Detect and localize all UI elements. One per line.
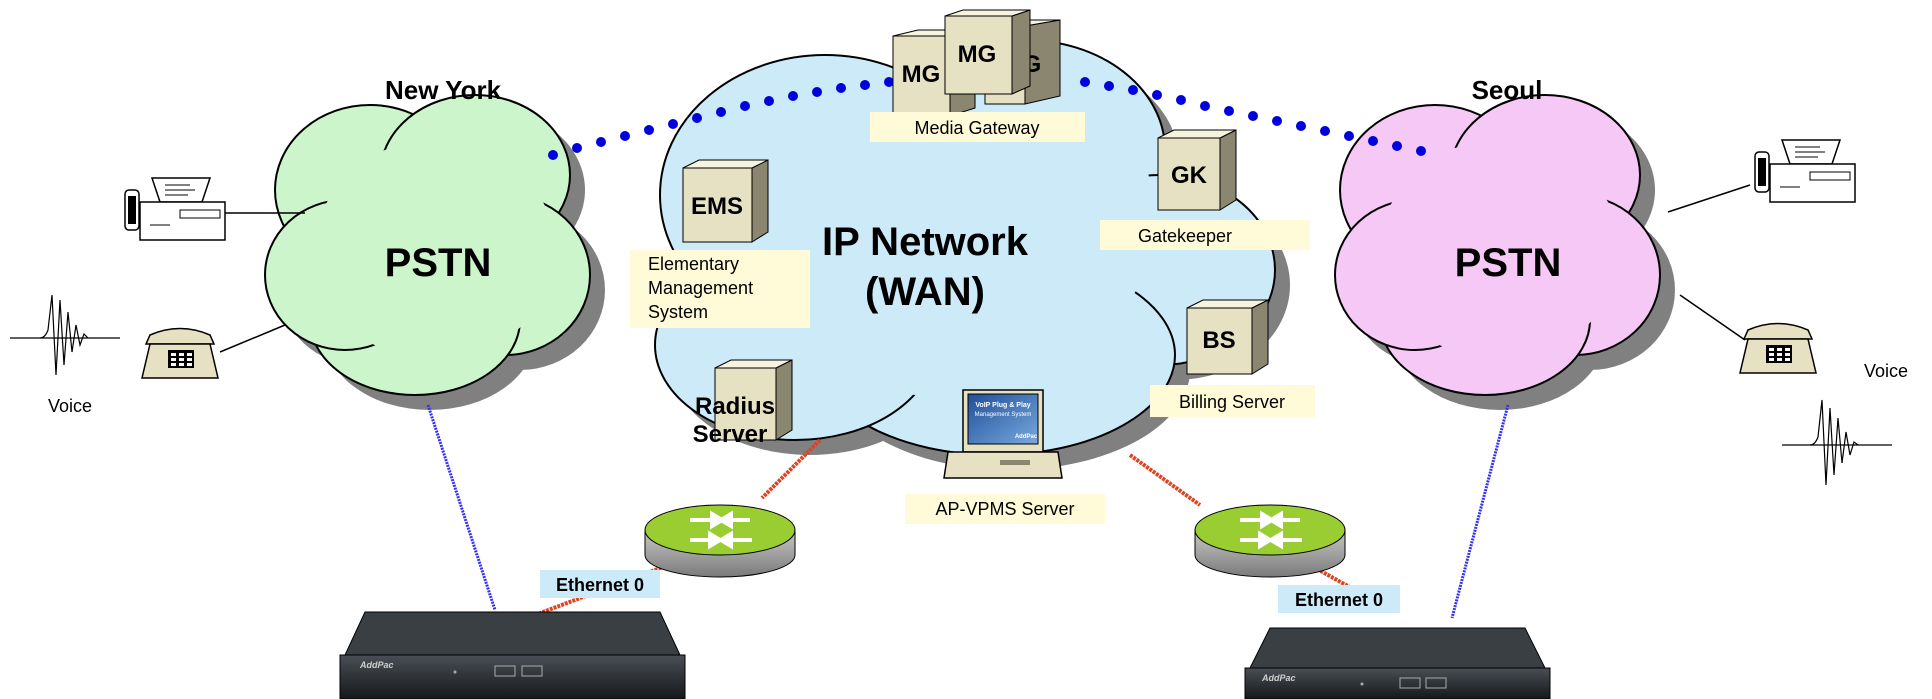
ip-network-title: IP Network bbox=[822, 220, 1029, 264]
gatekeeper-label: GK bbox=[1171, 162, 1208, 189]
radius-server bbox=[714, 359, 793, 441]
fax-machine-left-icon bbox=[124, 177, 226, 241]
left-pstn-cloud bbox=[264, 94, 605, 410]
fax-machine-right-icon bbox=[1754, 139, 1856, 203]
media-gateway-caption: Media Gateway bbox=[914, 118, 1039, 138]
ethernet-left-label: Ethernet 0 bbox=[556, 575, 644, 595]
gateway-left-brand: AddPac bbox=[359, 660, 394, 670]
router-right bbox=[1194, 504, 1346, 578]
left-pstn-label: PSTN bbox=[385, 241, 492, 285]
radius-label-line2: Server bbox=[693, 421, 768, 448]
billing-server-label: BS bbox=[1202, 327, 1235, 354]
vpms-screen-title: VoIP Plug & Play bbox=[975, 402, 1030, 409]
gateway-right-brand: AddPac bbox=[1261, 673, 1296, 683]
gatekeeper-server: GK bbox=[1157, 129, 1237, 211]
radius-label-line1: Radius bbox=[695, 393, 775, 420]
phone-line-right bbox=[1679, 294, 1746, 341]
voice-waveform-left-icon bbox=[10, 294, 120, 376]
ethernet-left-bg bbox=[540, 570, 660, 598]
voip-gateway-right: AddPac bbox=[1244, 627, 1551, 699]
vpms-caption-bg bbox=[905, 494, 1105, 524]
vpms-screen-subtitle: Management System bbox=[975, 412, 1032, 418]
serial-link-left bbox=[426, 404, 497, 611]
right-pstn-label: PSTN bbox=[1455, 241, 1562, 285]
billing-caption: Billing Server bbox=[1179, 392, 1285, 412]
ethernet-right-bg bbox=[1278, 585, 1400, 613]
phone-line-left bbox=[219, 324, 286, 353]
vpms-screen-brand: AddPac bbox=[1015, 434, 1038, 440]
media-gateway-server-stack: G MG MG bbox=[892, 9, 1061, 117]
ethernet-right-label: Ethernet 0 bbox=[1295, 590, 1383, 610]
media-gateway-caption-bg bbox=[870, 112, 1085, 142]
voice-waveform-right-icon bbox=[1782, 399, 1892, 486]
voice-label-left: Voice bbox=[48, 396, 92, 416]
mg-server-b-label: MG bbox=[958, 41, 997, 68]
router-left bbox=[644, 504, 796, 578]
fax-line-right bbox=[1667, 184, 1751, 213]
ems-caption-line1: Elementary bbox=[648, 254, 739, 274]
billing-server: BS bbox=[1186, 299, 1269, 375]
ems-caption-bg bbox=[630, 250, 810, 328]
billing-caption-bg bbox=[1150, 385, 1315, 417]
dotted-link-right bbox=[1080, 77, 1426, 156]
telephone-right-icon bbox=[1739, 322, 1817, 374]
mg-server-middle: MG bbox=[944, 9, 1031, 95]
right-pstn-cloud bbox=[1334, 94, 1675, 410]
dotted-link-left bbox=[548, 77, 894, 160]
voip-gateway-left: AddPac bbox=[339, 611, 686, 699]
gatekeeper-caption: Gatekeeper bbox=[1138, 226, 1232, 246]
ap-vpms-server: VoIP Plug & Play Management System AddPa… bbox=[943, 389, 1063, 479]
ems-caption-line2: Management bbox=[648, 278, 753, 298]
ip-network-subtitle: (WAN) bbox=[865, 270, 985, 314]
ems-label: EMS bbox=[691, 193, 743, 220]
telephone-left-icon bbox=[141, 327, 219, 379]
ems-caption-line3: System bbox=[648, 302, 708, 322]
ethernet-link-core-right bbox=[1128, 453, 1202, 507]
left-city-label: New York bbox=[385, 75, 502, 105]
serial-link-right bbox=[1450, 404, 1510, 619]
ems-server: EMS bbox=[682, 159, 769, 243]
vpms-caption: AP-VPMS Server bbox=[935, 499, 1074, 519]
right-city-label: Seoul bbox=[1472, 75, 1543, 105]
voice-label-right: Voice bbox=[1864, 361, 1908, 381]
ethernet-link-core-left bbox=[760, 438, 822, 500]
mg-server-a-label: MG bbox=[902, 61, 941, 88]
gatekeeper-caption-bg bbox=[1100, 220, 1310, 250]
